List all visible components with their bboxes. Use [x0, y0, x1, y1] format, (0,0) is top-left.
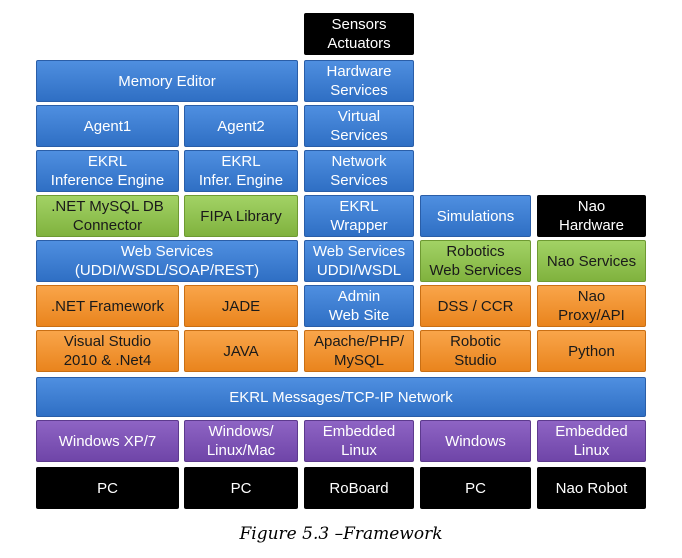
block-pc-2: PC — [184, 467, 298, 509]
block-ekrl-inference-engine: EKRL Inference Engine — [36, 150, 179, 192]
block-virtual-services: Virtual Services — [304, 105, 414, 147]
block-pc-3: PC — [420, 467, 531, 509]
block-apache-php-mysql: Apache/PHP/ MySQL — [304, 330, 414, 372]
block-nao-services: Nao Services — [537, 240, 646, 282]
block-fipa-library: FIPA Library — [184, 195, 298, 237]
block-admin-web-site: Admin Web Site — [304, 285, 414, 327]
block-nao-proxy-api: Nao Proxy/API — [537, 285, 646, 327]
block-nao-robot: Nao Robot — [537, 467, 646, 509]
block-visual-studio: Visual Studio 2010 & .Net4 — [36, 330, 179, 372]
block-dss-ccr: DSS / CCR — [420, 285, 531, 327]
block-net-mysql-db-connector: .NET MySQL DB Connector — [36, 195, 179, 237]
block-web-services-uddi: Web Services UDDI/WSDL — [304, 240, 414, 282]
block-network-services: Network Services — [304, 150, 414, 192]
block-net-framework: .NET Framework — [36, 285, 179, 327]
block-nao-hardware: Nao Hardware — [537, 195, 646, 237]
block-roboard: RoBoard — [304, 467, 414, 509]
block-windows-linux-mac: Windows/ Linux/Mac — [184, 420, 298, 462]
block-java: JAVA — [184, 330, 298, 372]
block-hardware-services: Hardware Services — [304, 60, 414, 102]
block-ekrl-wrapper: EKRL Wrapper — [304, 195, 414, 237]
block-ekrl-infer-engine: EKRL Infer. Engine — [184, 150, 298, 192]
block-python: Python — [537, 330, 646, 372]
block-memory-editor: Memory Editor — [36, 60, 298, 102]
block-embedded-linux-2: Embedded Linux — [537, 420, 646, 462]
block-windows-xp7: Windows XP/7 — [36, 420, 179, 462]
block-sensors-actuators: Sensors Actuators — [304, 13, 414, 55]
block-web-services-rest: Web Services (UDDI/WSDL/SOAP/REST) — [36, 240, 298, 282]
block-agent1: Agent1 — [36, 105, 179, 147]
block-windows: Windows — [420, 420, 531, 462]
block-jade: JADE — [184, 285, 298, 327]
block-agent2: Agent2 — [184, 105, 298, 147]
block-simulations: Simulations — [420, 195, 531, 237]
block-embedded-linux-1: Embedded Linux — [304, 420, 414, 462]
block-robotic-studio: Robotic Studio — [420, 330, 531, 372]
figure-caption: Figure 5.3 –Framework — [239, 524, 443, 544]
block-pc-1: PC — [36, 467, 179, 509]
block-robotics-web-services: Robotics Web Services — [420, 240, 531, 282]
block-ekrl-messages-network: EKRL Messages/TCP-IP Network — [36, 377, 646, 417]
